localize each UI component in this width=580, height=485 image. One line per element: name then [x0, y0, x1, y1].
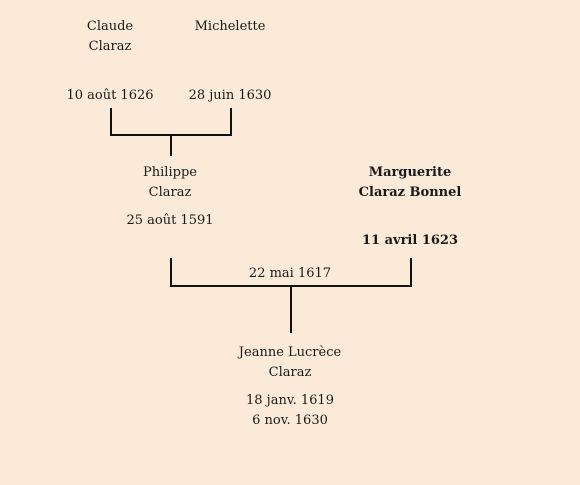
father-dates: 25 août 1591 — [110, 211, 230, 231]
child-death: 6 nov. 1630 — [252, 413, 328, 428]
parents-connector-left — [170, 258, 172, 287]
mother-date: 11 avril 1623 — [361, 233, 459, 248]
father-date: 25 août 1591 — [126, 213, 214, 228]
mother-dates: 11 avril 1623 — [345, 231, 475, 251]
father-name: Philippe Claraz — [110, 163, 230, 203]
grandmother-date: 28 juin 1630 — [188, 88, 272, 103]
grandfather-given-name: Claude — [86, 19, 134, 34]
grandfather-date-block: 10 août 1626 — [50, 86, 170, 106]
mother-given-name: Marguerite — [368, 165, 452, 180]
grandmother-date-block: 28 juin 1630 — [170, 86, 290, 106]
parents-connector-right — [410, 258, 412, 287]
grandfather-name: Claude Claraz — [60, 17, 160, 57]
grandmother-name: Michelette — [170, 17, 290, 37]
father-given-name: Philippe — [143, 165, 197, 180]
person-father[interactable]: Philippe Claraz 25 août 1591 — [110, 163, 230, 231]
marriage-date: 22 mai 1617 — [248, 266, 332, 281]
grandparents-descent-line — [170, 134, 172, 156]
mother-surname: Claraz Bonnel — [358, 185, 462, 200]
grandfather-surname: Claraz — [88, 39, 132, 54]
child-given-name: Jeanne Lucrèce — [238, 345, 342, 360]
child-dates: 18 janv. 1619 6 nov. 1630 — [220, 391, 360, 431]
grandparents-connector-right — [230, 108, 232, 136]
father-surname: Claraz — [148, 185, 192, 200]
child-name: Jeanne Lucrèce Claraz — [220, 343, 360, 383]
person-grandfather[interactable]: Claude Claraz — [60, 17, 160, 57]
mother-name: Marguerite Claraz Bonnel — [345, 163, 475, 203]
person-mother[interactable]: Marguerite Claraz Bonnel 11 avril 1623 — [345, 163, 475, 251]
grandmother-given-name: Michelette — [194, 19, 266, 34]
child-birth: 18 janv. 1619 — [246, 393, 334, 408]
grandparents-connector-left — [110, 108, 112, 136]
person-child[interactable]: Jeanne Lucrèce Claraz 18 janv. 1619 6 no… — [220, 343, 360, 431]
person-grandmother[interactable]: Michelette — [170, 17, 290, 37]
child-surname: Claraz — [268, 365, 312, 380]
grandfather-date: 10 août 1626 — [66, 88, 154, 103]
parents-descent-line — [290, 285, 292, 333]
